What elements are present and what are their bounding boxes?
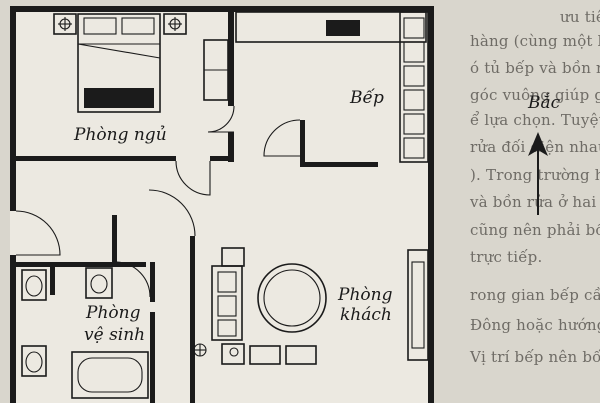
bg-line-4: góc vuông giúp giao nhau của tường bếp) … [470, 86, 600, 104]
wardrobe [203, 39, 229, 101]
bg-line-11: rong gian bếp cần ưu tiên tủ bếp và ở h [470, 286, 600, 304]
bg-line-13: Vị trí bếp nên bố trí ở hướng Nam và Đôn… [469, 348, 600, 366]
north-arrow [528, 132, 548, 215]
walls [10, 6, 434, 403]
compass-north-label: Bắc [527, 93, 561, 113]
armchair-top [221, 247, 245, 267]
small-plant-icons [193, 343, 239, 357]
bed [77, 13, 161, 113]
bg-line-3: ó tủ bếp và bồn rửa vuông góc với nhau (… [470, 59, 600, 77]
sofa-bottom [221, 343, 317, 365]
background-text-block: ưu tiên lựa chọn bếp và bồn rửa ở hai b … [469, 8, 600, 366]
label-living-line1: Phòng [337, 285, 393, 305]
label-bath-line2: vệ sinh [84, 325, 145, 345]
toilet-bottom [21, 345, 47, 377]
bg-line-7: ). Trong trường hợp bất khả kháng phải b [470, 166, 600, 184]
bathtub [71, 351, 149, 399]
kitchen-cabinets-right [399, 11, 429, 163]
tv-cabinet [407, 249, 429, 361]
sink [85, 267, 113, 299]
bg-line-10: trực tiếp. [470, 248, 542, 266]
label-kitchen: Bếp [349, 88, 384, 108]
nightstand-right [163, 13, 187, 35]
plan-paper [10, 8, 434, 403]
bg-line-2: hàng (cùng một bên vách tường bếp). Ph [470, 32, 600, 50]
label-living-line2: khách [340, 305, 392, 325]
toilet-top [21, 269, 47, 301]
nightstand-left [53, 13, 77, 35]
bg-line-12: Đông hoặc hướng Nam, hướng Tây cũng [470, 316, 600, 334]
north-arrow-head [528, 132, 548, 156]
bg-line-1: ưu tiên lựa chọn bếp và bồn rửa ở hai b [560, 8, 600, 26]
door-swings [15, 105, 301, 298]
label-bath-line1: Phòng [85, 303, 141, 323]
round-table [257, 263, 327, 333]
bg-line-5: ể lựa chọn. Tuyệt đối không được bố trí … [470, 111, 600, 129]
bg-line-8: và bồn rửa ở hai vách tường bếp đối diện [469, 193, 600, 211]
bg-line-9: cũng nên phải bố trí vị trí lệch nhau tr… [470, 221, 600, 239]
kitchen-counter-top [235, 11, 427, 43]
label-bedroom: Phòng ngủ [73, 125, 167, 145]
